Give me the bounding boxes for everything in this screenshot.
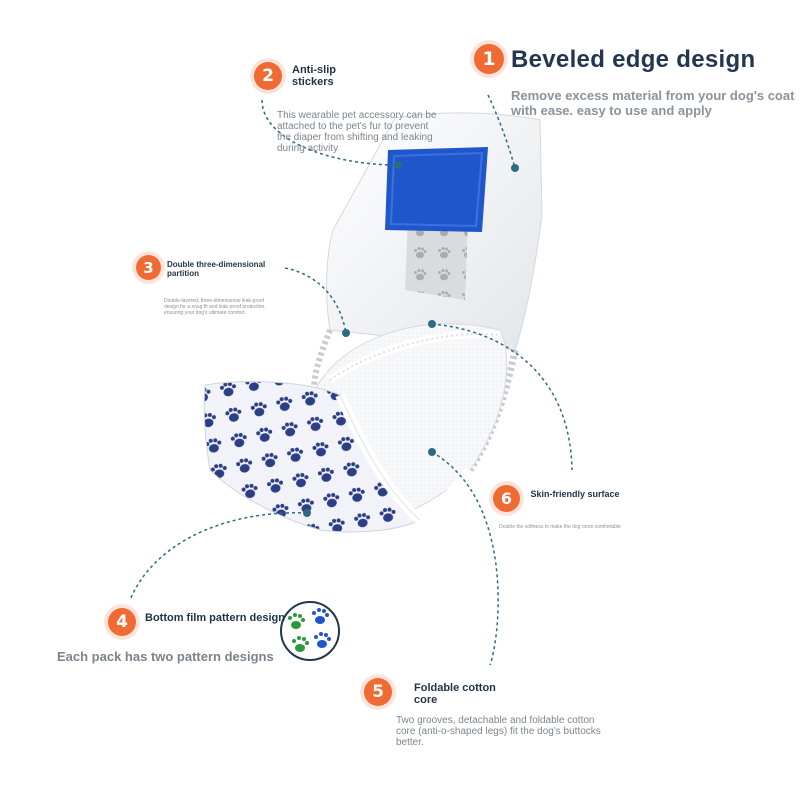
callout-2-description: This wearable pet accessory can be attac… bbox=[277, 110, 437, 154]
callout-5-title: Foldable cotton core bbox=[414, 682, 496, 706]
callout-4-description: Each pack has two pattern designs bbox=[57, 649, 274, 664]
callout-3-description: Double-layered, three-dimensional leak-p… bbox=[164, 298, 266, 316]
callout-6-description: Double the softness to make the dog more… bbox=[499, 524, 621, 530]
callout-3-title: Double three-dimensional partition bbox=[167, 260, 266, 278]
badge-2: 2 bbox=[254, 62, 282, 90]
pattern-sample-icon bbox=[280, 601, 340, 661]
badge-4: 4 bbox=[108, 608, 136, 636]
badge-3: 3 bbox=[136, 255, 161, 280]
badge-5: 5 bbox=[364, 678, 392, 706]
callout-4-title: Bottom film pattern design bbox=[145, 612, 285, 624]
callout-6-title: Skin-friendly surface bbox=[530, 489, 620, 499]
badge-1: 1 bbox=[474, 44, 504, 74]
callout-2-title: Anti-slip stickers bbox=[292, 64, 336, 88]
badge-6: 6 bbox=[493, 485, 520, 512]
callout-1-description: Remove excess material from your dog's c… bbox=[511, 88, 795, 118]
callout-1-title: Beveled edge design bbox=[511, 46, 756, 73]
callout-5-description: Two grooves, detachable and foldable cot… bbox=[396, 715, 601, 748]
